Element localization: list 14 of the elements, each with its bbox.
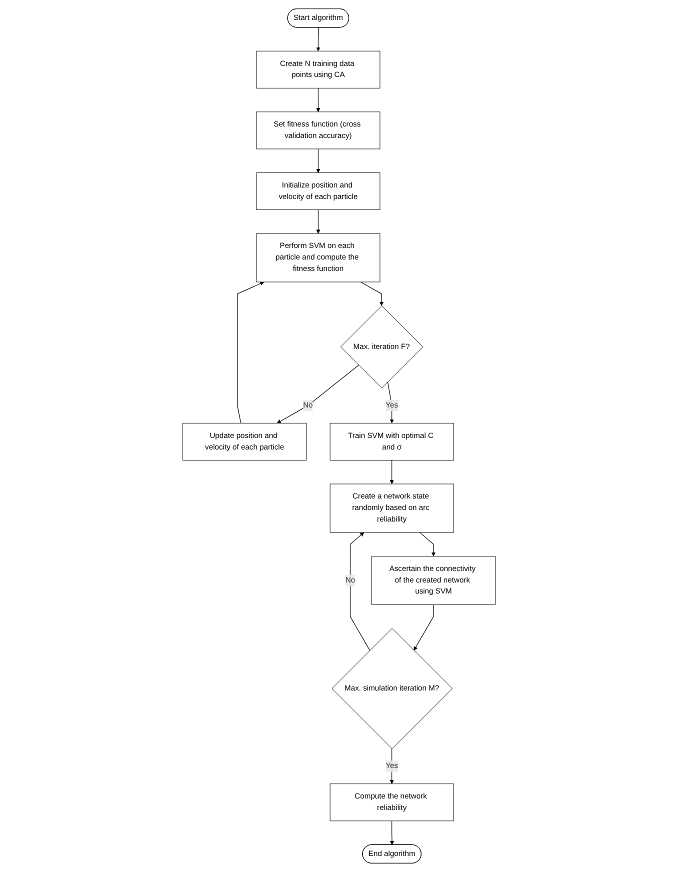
arrow [316,148,321,173]
arrow [420,532,436,556]
arrow [360,282,384,306]
arrow [390,748,394,784]
arrow [350,532,371,651]
arrow [414,604,434,651]
arrow [388,382,394,424]
arrow [277,364,360,424]
arrow [390,820,395,846]
arrow [390,460,394,484]
arrow [316,209,321,234]
arrow [316,27,321,52]
arrow [316,88,321,112]
arrow [238,282,265,424]
